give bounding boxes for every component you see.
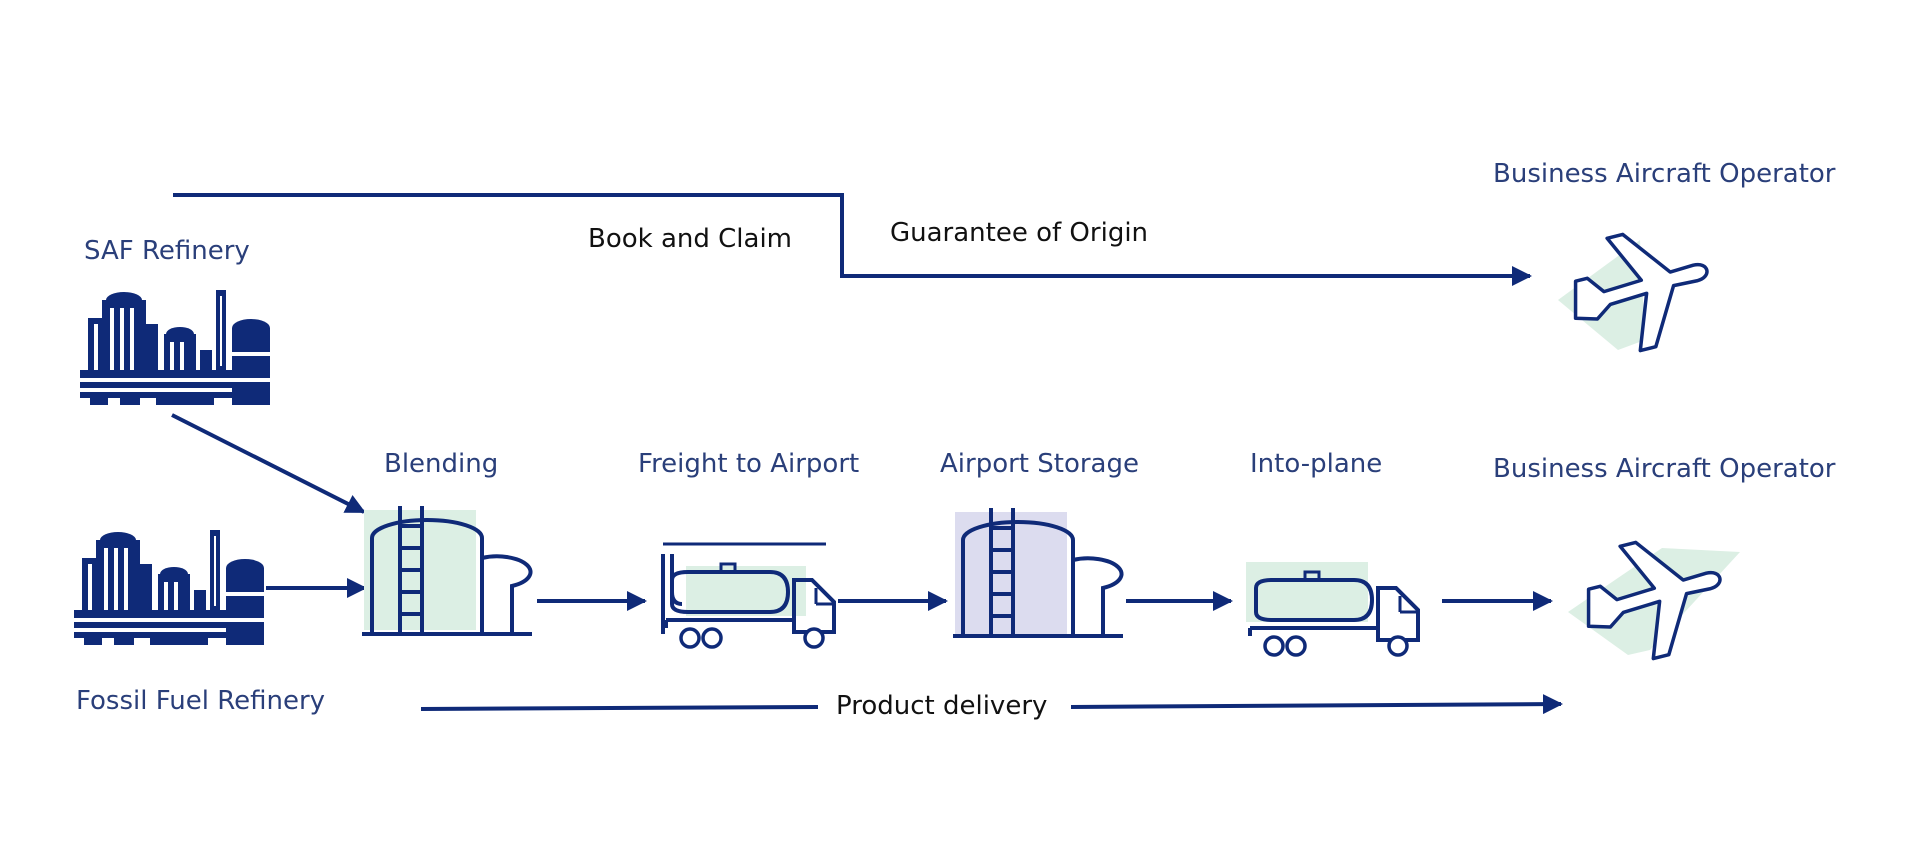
guarantee-of-origin-label: Guarantee of Origin (890, 218, 1149, 248)
blending-tank-icon (360, 504, 534, 636)
saf-refinery-label: SAF Refinery (84, 236, 250, 266)
saf-refinery-icon (80, 290, 270, 405)
freight-to-airport-label: Freight to Airport (638, 449, 860, 479)
business-aircraft-operator-bottom-label: Business Aircraft Operator (1493, 454, 1836, 484)
fossil-refinery-icon (74, 530, 264, 645)
top-aircraft-icon (1556, 214, 1724, 366)
fossil-fuel-refinery-label: Fossil Fuel Refinery (76, 686, 326, 716)
blending-label: Blending (384, 449, 499, 479)
bottom-aircraft-icon (1568, 522, 1740, 674)
product-delivery-line-right (1070, 694, 1563, 715)
saf-to-blending-arrow (171, 413, 366, 514)
product-delivery-label: Product delivery (836, 691, 1048, 721)
book-and-claim-label: Book and Claim (588, 224, 793, 254)
business-aircraft-operator-top-label: Business Aircraft Operator (1493, 159, 1836, 189)
book-and-claim-line (173, 193, 1532, 286)
into-plane-label: Into-plane (1250, 449, 1383, 479)
freight-truck-icon (661, 542, 836, 649)
airport-storage-tank-icon (951, 506, 1125, 638)
airport-storage-label: Airport Storage (940, 449, 1139, 479)
into-plane-truck-icon (1246, 562, 1420, 657)
product-delivery-line-left (420, 705, 819, 711)
